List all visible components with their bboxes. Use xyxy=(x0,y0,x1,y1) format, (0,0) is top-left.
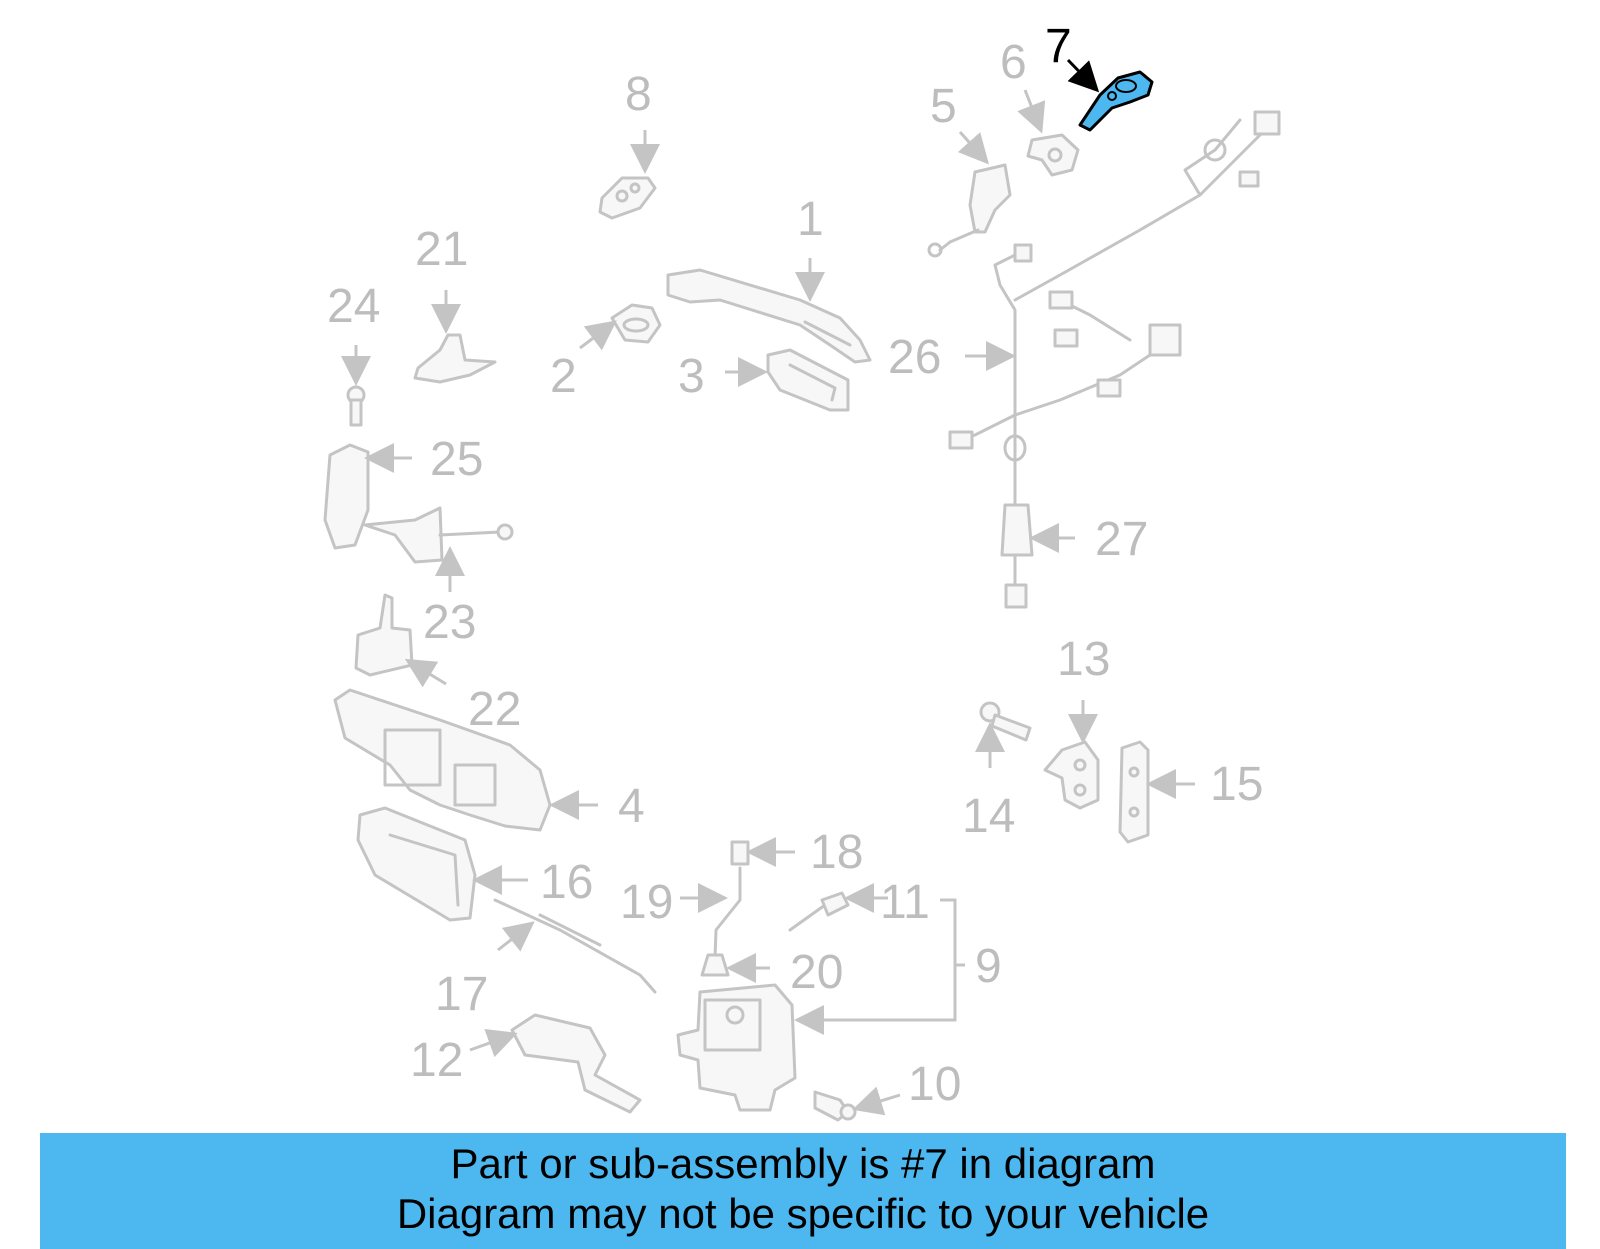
part-22-shape xyxy=(354,593,414,677)
part-4-shape xyxy=(333,688,552,832)
part-label-22: 22 xyxy=(468,683,521,736)
part-2-shape xyxy=(610,303,662,344)
part-5-shape xyxy=(927,163,1012,258)
part-label-23: 23 xyxy=(423,596,476,649)
part-label-12: 12 xyxy=(410,1034,463,1087)
part-3-shape xyxy=(766,348,850,412)
part-13-shape xyxy=(1043,740,1100,810)
part-label-19: 19 xyxy=(620,876,673,929)
part-label-1: 1 xyxy=(797,193,824,246)
part-15-shape xyxy=(1118,740,1150,844)
banner-line-2: Diagram may not be specific to your vehi… xyxy=(396,1190,1210,1237)
part-label-14: 14 xyxy=(962,790,1015,843)
part-14-shape xyxy=(979,701,1032,742)
part-label-24: 24 xyxy=(327,280,380,333)
part-26-shape xyxy=(948,110,1281,450)
part-16-shape xyxy=(356,806,477,922)
part-12-shape xyxy=(510,1013,642,1114)
part-label-26: 26 xyxy=(888,331,941,384)
part-18-shape xyxy=(730,840,750,866)
banner-line-1: Part or sub-assembly is #7 in diagram xyxy=(450,1140,1156,1187)
part-24-shape xyxy=(346,385,366,427)
part-label-8: 8 xyxy=(625,68,652,121)
part-9-shape xyxy=(676,983,797,1112)
part-label-18: 18 xyxy=(810,826,863,879)
part-20-shape xyxy=(700,953,730,977)
part-label-20: 20 xyxy=(790,946,843,999)
part-label-3: 3 xyxy=(678,350,705,403)
part-label-10: 10 xyxy=(908,1058,961,1111)
part-label-5: 5 xyxy=(930,80,957,133)
part-label-21: 21 xyxy=(415,223,468,276)
part-label-15: 15 xyxy=(1210,758,1263,811)
part-11-shape xyxy=(788,891,850,932)
part-27-shape xyxy=(1000,423,1034,609)
part-19-shape xyxy=(713,866,742,960)
part-label-9: 9 xyxy=(975,940,1002,993)
part-label-2: 2 xyxy=(550,350,577,403)
info-banner: Part or sub-assembly is #7 in diagram Di… xyxy=(40,1133,1566,1249)
part-label-25: 25 xyxy=(430,433,483,486)
part-label-13: 13 xyxy=(1057,633,1110,686)
part-23-shape xyxy=(363,506,514,564)
part-label-11: 11 xyxy=(880,876,930,929)
part-17-shape xyxy=(493,898,657,994)
part-label-16: 16 xyxy=(540,856,593,909)
part-label-17: 17 xyxy=(435,968,488,1021)
part-label-7: 7 xyxy=(1045,20,1072,73)
part-label-6: 6 xyxy=(1000,36,1027,89)
part-21-shape xyxy=(413,333,497,384)
part-6-shape xyxy=(1026,133,1080,177)
part-10-shape xyxy=(813,1090,857,1122)
part-label-4: 4 xyxy=(618,780,645,833)
part-7-highlighted xyxy=(1078,70,1154,132)
part-label-27: 27 xyxy=(1095,513,1148,566)
part-8-shape xyxy=(598,176,657,220)
part-25-shape xyxy=(323,443,370,550)
part-1-shape xyxy=(666,268,872,364)
